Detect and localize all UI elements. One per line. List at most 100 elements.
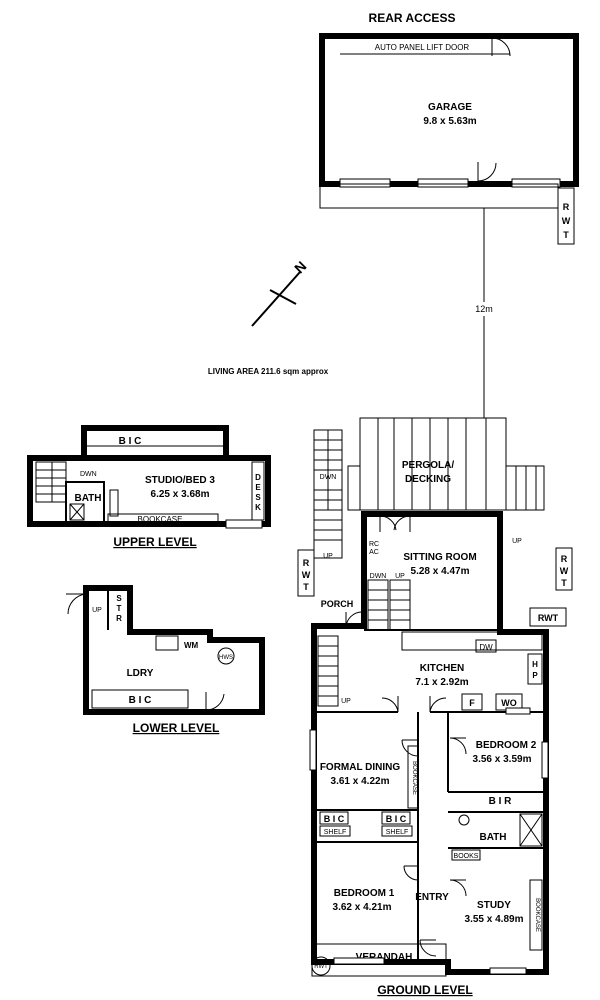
- sitting-stair-up: [389, 579, 411, 631]
- study-size: 3.55 x 4.89m: [465, 914, 524, 925]
- kitchen-dw-box: [475, 639, 497, 653]
- rcac-rc: RC: [369, 541, 379, 548]
- garage-rwt-t: T: [563, 230, 569, 240]
- study-bookcase-label: BOOKCASE: [534, 898, 540, 932]
- kitchen-rwt-label: RWT: [538, 613, 559, 623]
- bed1-size: 3.62 x 4.21m: [333, 902, 392, 913]
- sitting-stair-down-treads: [368, 589, 388, 621]
- ground-window: [333, 957, 385, 965]
- garage-slab: [319, 183, 559, 209]
- verandah-rwt-circle: [311, 956, 331, 976]
- garage-side-door: [477, 162, 497, 182]
- sitting-left-stair-treads: [314, 519, 342, 541]
- ground-bath-shower: [519, 813, 543, 847]
- north-arrow: N: [251, 258, 310, 327]
- porch-door: [345, 611, 363, 629]
- kitchen-hp-h: H: [532, 660, 538, 669]
- ground-window: [489, 967, 527, 975]
- ground-level-title: GROUND LEVEL: [377, 983, 472, 997]
- desk-s: S: [255, 493, 261, 502]
- sitting-up-label: UP: [395, 573, 405, 580]
- shelf-right-box: [381, 825, 413, 837]
- lower-str-s: S: [116, 594, 122, 603]
- entry-label: ENTRY: [415, 892, 449, 903]
- sitting-left-stair: [313, 509, 343, 559]
- right-rwt-r: R: [561, 554, 568, 564]
- north-arrow-line: [251, 271, 301, 327]
- right-rwt-box: [555, 547, 573, 591]
- shelf-right-label: SHELF: [386, 829, 409, 836]
- garage-window: [511, 178, 561, 188]
- study-bookcase-box: [529, 879, 543, 951]
- upper-bath-label: BATH: [74, 493, 101, 504]
- upper-dwn-label: DWN: [80, 471, 97, 478]
- bed2-name: BEDROOM 2: [476, 740, 537, 751]
- upper-shower: [69, 503, 85, 521]
- sitting-dwn-label: DWN: [370, 573, 387, 580]
- desk-k: K: [255, 503, 261, 512]
- kitchen-bench: [401, 631, 543, 651]
- ground-level-plan: PERGOLA/ DECKING DWN UP UP RC AC SITTING…: [297, 417, 573, 997]
- wm-label: WM: [184, 641, 199, 650]
- upper-vanity: [109, 489, 119, 517]
- upper-stair: [35, 461, 67, 503]
- ground-up-label-2: UP: [341, 698, 351, 705]
- ground-bath-shower-cross: [519, 813, 543, 847]
- study-name: STUDY: [477, 900, 511, 911]
- north-label: N: [291, 258, 309, 276]
- bed2-bir-label: B I R: [489, 796, 513, 807]
- study-books-label: BOOKS: [454, 853, 479, 860]
- lower-sink: [155, 635, 179, 651]
- formal-dining-name: FORMAL DINING: [320, 762, 401, 773]
- verandah-area: [311, 943, 447, 977]
- rear-access-label: REAR ACCESS: [369, 11, 456, 25]
- rcac-ac: AC: [369, 549, 379, 556]
- dining-door: [401, 739, 419, 757]
- ground-window: [309, 729, 317, 771]
- formal-dining-size: 3.61 x 4.22m: [331, 776, 390, 787]
- porch-rwt-w: W: [302, 570, 311, 580]
- dining-bookcase-label: BOOKCASE: [411, 761, 417, 795]
- kitchen-name: KITCHEN: [420, 663, 464, 674]
- kitchen-dw-label: DW: [479, 643, 493, 652]
- lower-str-t: T: [117, 604, 122, 613]
- distance-label-bg: [470, 302, 498, 316]
- bic-right-label: B I C: [386, 814, 407, 824]
- bic-left-box: [319, 811, 349, 825]
- garage-rwt-w: W: [562, 216, 571, 226]
- shelf-left-box: [319, 825, 351, 837]
- verandah-rwt-label: RWT: [314, 964, 328, 970]
- bed1-name: BEDROOM 1: [334, 888, 395, 899]
- garage-rwt-box: [557, 187, 575, 245]
- interior-walls: [314, 711, 546, 962]
- kitchen-wo-label: WO: [501, 698, 517, 708]
- hws-circle: [217, 647, 235, 665]
- upper-stair-treads: [36, 462, 66, 502]
- porch-rwt-t: T: [303, 582, 309, 592]
- studio-name: STUDIO/BED 3: [145, 475, 215, 486]
- pergola-left-ext: [347, 465, 361, 511]
- kitchen-hp-box: [527, 653, 543, 685]
- upper-bath: [65, 481, 105, 523]
- upper-bookcase-box: [107, 513, 219, 524]
- kitchen-f-label: F: [469, 698, 475, 708]
- sitting-room-size: 5.28 x 4.47m: [411, 566, 470, 577]
- garage-door-swing: [491, 37, 511, 57]
- garage-window: [417, 178, 469, 188]
- upper-shower-cross: [69, 503, 85, 521]
- upper-bic-label: B I C: [119, 436, 142, 447]
- dining-bookcase-box: [407, 745, 419, 809]
- distance-label: 12m: [475, 304, 493, 314]
- studio-size: 6.25 x 3.68m: [151, 489, 210, 500]
- upper-bookcase-label: BOOKCASE: [138, 515, 183, 524]
- garage-size: 9.8 x 5.63m: [423, 116, 476, 127]
- ldry-label: LDRY: [127, 668, 154, 679]
- desk-e: E: [255, 483, 261, 492]
- porch-rwt-r: R: [303, 558, 310, 568]
- garage-door-label: AUTO PANEL LIFT DOOR: [375, 43, 470, 52]
- bed1-door: [403, 865, 419, 881]
- lower-level-plan: UP S T R WM HWS LDRY B I C LOWER LEVEL: [66, 585, 265, 735]
- shelf-left-label: SHELF: [324, 829, 347, 836]
- sitting-stair-up-treads: [390, 589, 410, 621]
